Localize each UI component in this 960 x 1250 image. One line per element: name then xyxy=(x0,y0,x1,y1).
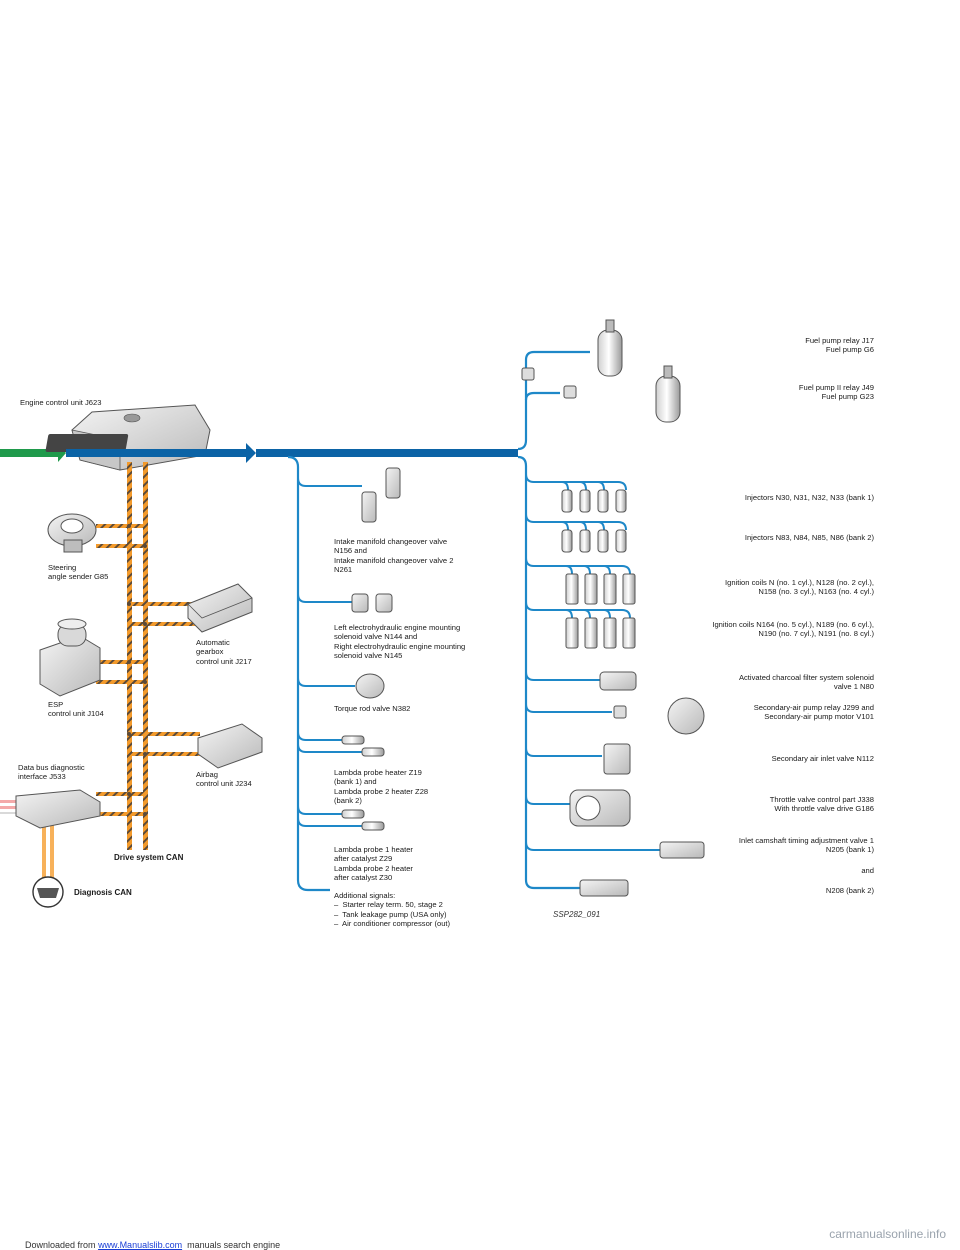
fuel-pump-2-label: Fuel pump II relay J49 Fuel pump G23 xyxy=(798,383,874,402)
camshaft-valve-n208-image xyxy=(579,879,629,897)
engine-control-unit-image xyxy=(45,404,211,471)
injectors-bank2-label: Injectors N83, N84, N85, N86 (bank 2) xyxy=(744,533,874,542)
n208-label: N208 (bank 2) xyxy=(825,886,874,895)
steering-sender-label: Steering angle sender G85 xyxy=(48,563,109,582)
injectors-bank1-label: Injectors N30, N31, N32, N33 (bank 1) xyxy=(744,493,874,502)
esp-label: ESP control unit J104 xyxy=(48,700,104,719)
secondary-air-pump-label: Secondary-air pump relay J299 and Second… xyxy=(753,703,874,722)
fuel-pump-1-image xyxy=(521,319,623,381)
diagnosis-connector-icon xyxy=(32,876,64,908)
additional-signals-label: Additional signals: – Starter relay term… xyxy=(334,891,451,929)
gearbox-label: Automatic gearbox control unit J217 xyxy=(196,638,252,666)
camshaft-valve-label: Inlet camshaft timing adjustment valve 1… xyxy=(738,836,874,855)
gateway-label: Data bus diagnostic interface J533 xyxy=(18,763,85,782)
lambda-probe-heaters-image xyxy=(341,735,385,757)
engine-mounting-valves-image xyxy=(351,593,393,613)
ignition-coils-2-label: Ignition coils N164 (no. 5 cyl.), N189 (… xyxy=(712,620,874,639)
mounting-valve-label: Left electrohydraulic engine mounting so… xyxy=(334,623,466,661)
camshaft-valve-n205-image xyxy=(659,841,705,859)
gateway-image xyxy=(15,789,101,829)
injectors-bank1-image xyxy=(561,489,627,513)
diagnosis-can-bus xyxy=(0,800,54,880)
intake-manifold-valves-image xyxy=(361,467,401,523)
torque-rod-label: Torque rod valve N382 xyxy=(334,704,411,713)
left-branch-lines xyxy=(297,477,362,827)
right-branch-lines xyxy=(525,473,660,851)
lambda-probe-after-catalyst-image xyxy=(341,809,385,831)
intake-valve-label: Intake manifold changeover valve N156 an… xyxy=(334,537,454,575)
steering-angle-sender-image xyxy=(47,513,97,553)
airbag-label: Airbag control unit J234 xyxy=(196,770,252,789)
drive-system-can-bus xyxy=(96,462,200,850)
lambda-after-catalyst-label: Lambda probe 1 heater after catalyst Z29… xyxy=(334,845,413,883)
figure-code-label: SSP282_091 xyxy=(553,910,601,919)
lambda-heater-label: Lambda probe heater Z19 (bank 1) and Lam… xyxy=(334,768,429,806)
torque-rod-valve-image xyxy=(355,673,385,699)
fuel-pump-2-image xyxy=(563,365,681,423)
footer: Downloaded from www.Manualslib.com manua… xyxy=(20,1230,280,1250)
drive-can-label: Drive system CAN xyxy=(114,853,184,862)
esp-control-unit-image xyxy=(39,618,101,697)
main-output-bus xyxy=(66,350,590,892)
airbag-control-unit-image xyxy=(197,723,263,769)
ignition-coils-2-image xyxy=(565,617,636,649)
secondary-air-pump-image xyxy=(613,697,705,735)
charcoal-filter-valve-image xyxy=(599,671,637,691)
gearbox-control-unit-image xyxy=(187,583,253,633)
fuel-pump-1-label: Fuel pump relay J17 Fuel pump G6 xyxy=(805,336,874,355)
charcoal-valve-label: Activated charcoal filter system solenoi… xyxy=(738,673,874,692)
ignition-coils-1-label: Ignition coils N (no. 1 cyl.), N128 (no.… xyxy=(725,578,874,597)
ecu-label: Engine control unit J623 xyxy=(20,398,102,407)
and-label: and xyxy=(861,866,874,875)
throttle-valve-image xyxy=(569,789,631,827)
secondary-air-valve-image xyxy=(603,743,631,775)
diagnosis-can-label: Diagnosis CAN xyxy=(74,888,132,897)
ignition-coils-1-image xyxy=(565,573,636,605)
injectors-bank2-image xyxy=(561,529,627,553)
watermark: carmanualsonline.info xyxy=(829,1227,946,1241)
throttle-valve-label: Throttle valve control part J338 With th… xyxy=(769,795,874,814)
secondary-air-valve-label: Secondary air inlet valve N112 xyxy=(771,754,874,763)
